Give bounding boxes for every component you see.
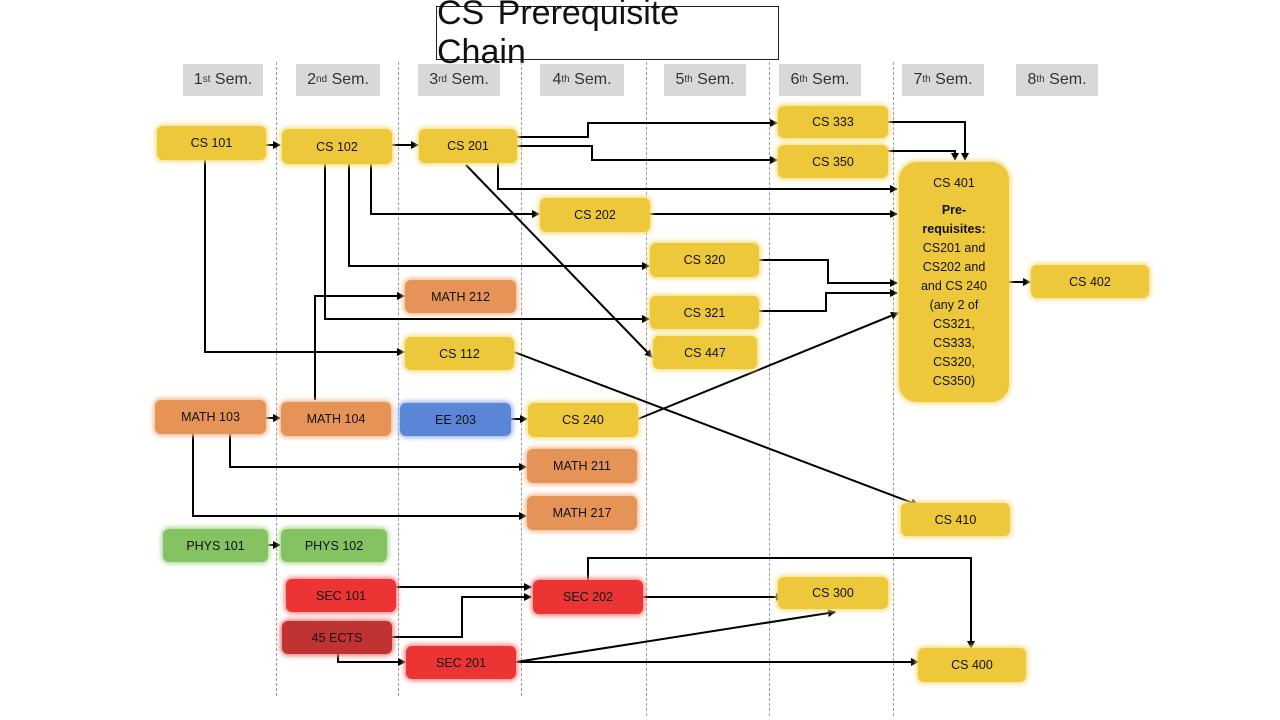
course-phys101: PHYS 101 xyxy=(163,529,268,562)
course-math103: MATH 103 xyxy=(155,400,266,434)
course-cs102: CS 102 xyxy=(282,129,392,164)
course-math217: MATH 217 xyxy=(527,496,637,530)
semester-label: Sem. xyxy=(331,71,369,88)
arrow-cs102-cs321 xyxy=(324,164,650,323)
semester-num: 6 xyxy=(790,71,800,88)
semester-label: Sem. xyxy=(214,71,253,88)
semester-divider xyxy=(276,62,277,696)
semester-num: 3 xyxy=(429,71,439,88)
prerequisite-line: CS202 and xyxy=(922,260,986,274)
semester-label: Sem. xyxy=(1049,71,1087,88)
arrow-cs201-cs401 xyxy=(497,162,898,193)
semester-num: 7 xyxy=(913,71,923,88)
arrow-math103-math211 xyxy=(229,434,527,471)
arrow-cs101-cs112 xyxy=(204,160,405,356)
arrow-sec202-cs400 xyxy=(587,557,975,649)
arrow-ects45-sec201 xyxy=(337,654,406,666)
semester-num: 2 xyxy=(307,71,316,88)
arrow-cs333-cs401 xyxy=(888,121,969,161)
course-math104: MATH 104 xyxy=(281,402,391,436)
prerequisite-line: (any 2 of xyxy=(929,298,979,312)
semester-suffix: th xyxy=(684,73,693,85)
arrow-sec201-cs300 xyxy=(515,609,836,663)
course-cs101: CS 101 xyxy=(157,126,266,160)
course-cs400: CS 400 xyxy=(918,648,1026,682)
course-sec202: SEC 202 xyxy=(533,580,643,614)
course-cs320: CS 320 xyxy=(650,243,759,277)
prerequisite-line: CS201 and xyxy=(922,241,986,255)
semester-label: Sem. xyxy=(935,71,973,88)
prerequisite-line: CS333, xyxy=(933,336,975,350)
arrow-cs201-cs333 xyxy=(517,119,778,138)
prerequisites-label-line-1: Pre- xyxy=(941,203,967,217)
semester-suffix: th xyxy=(922,73,931,85)
course-cs202: CS 202 xyxy=(540,198,650,232)
course-cs401: CS 401 Pre- requisites: CS201 and CS202 … xyxy=(899,162,1009,402)
cs401-title: CS 401 xyxy=(933,176,975,190)
prerequisite-line: CS350) xyxy=(932,374,976,388)
semester-num: 5 xyxy=(675,71,685,88)
semester-divider xyxy=(893,62,894,716)
course-ee203: EE 203 xyxy=(400,403,511,436)
arrow-ects45-sec202 xyxy=(392,593,532,638)
course-cs201: CS 201 xyxy=(419,129,517,163)
arrow-cs201-cs447 xyxy=(465,164,653,358)
course-cs410: CS 410 xyxy=(901,503,1010,536)
course-cs321: CS 321 xyxy=(650,296,759,329)
course-cs402: CS 402 xyxy=(1031,265,1149,298)
course-sec101: SEC 101 xyxy=(286,579,396,612)
arrow-cs102-cs202 xyxy=(370,164,540,218)
course-cs333: CS 333 xyxy=(778,106,888,138)
prerequisites-label-line-2: requisites: xyxy=(922,222,986,236)
prerequisite-line: CS320, xyxy=(933,355,975,369)
semester-label: Sem. xyxy=(451,71,489,88)
course-math211: MATH 211 xyxy=(527,449,637,483)
semester-suffix: st xyxy=(202,73,211,85)
course-cs240: CS 240 xyxy=(528,403,638,437)
arrow-cs102-cs320 xyxy=(348,164,650,270)
arrow-cs350-cs401 xyxy=(888,150,959,161)
semester-suffix: th xyxy=(1036,73,1045,85)
semester-divider xyxy=(398,62,399,696)
arrow-cs240-cs401 xyxy=(637,311,899,420)
semester-divider xyxy=(646,62,647,716)
arrow-math104-math212 xyxy=(314,292,405,400)
semester-suffix: th xyxy=(561,73,570,85)
semester-suffix: rd xyxy=(438,73,447,85)
course-cs447: CS 447 xyxy=(653,336,757,369)
arrow-cs112-cs410 xyxy=(513,351,919,507)
arrow-cs320-cs401 xyxy=(759,259,898,287)
semester-label: Sem. xyxy=(812,71,850,88)
course-math212: MATH 212 xyxy=(405,280,516,313)
course-cs300: CS 300 xyxy=(778,577,888,609)
course-cs350: CS 350 xyxy=(778,145,888,178)
semester-num: 1 xyxy=(193,71,203,88)
course-phys102: PHYS 102 xyxy=(281,529,387,562)
semester-divider xyxy=(521,62,522,696)
prerequisite-line: and CS 240 xyxy=(920,279,988,293)
semester-label: Sem. xyxy=(697,71,735,88)
semester-num: 8 xyxy=(1027,71,1037,88)
prerequisite-line: CS321, xyxy=(933,317,975,331)
semester-divider xyxy=(769,62,770,716)
course-cs112: CS 112 xyxy=(405,337,514,370)
semester-num: 4 xyxy=(552,71,562,88)
semester-suffix: th xyxy=(799,73,808,85)
arrow-cs321-cs401 xyxy=(759,289,898,312)
semester-suffix: nd xyxy=(315,73,328,85)
arrow-cs201-cs350 xyxy=(517,145,778,164)
course-sec201: SEC 201 xyxy=(406,646,516,679)
semester-label: Sem. xyxy=(574,71,612,88)
arrow-math103-math217 xyxy=(192,434,527,520)
course-ects45: 45 ECTS xyxy=(282,621,392,654)
